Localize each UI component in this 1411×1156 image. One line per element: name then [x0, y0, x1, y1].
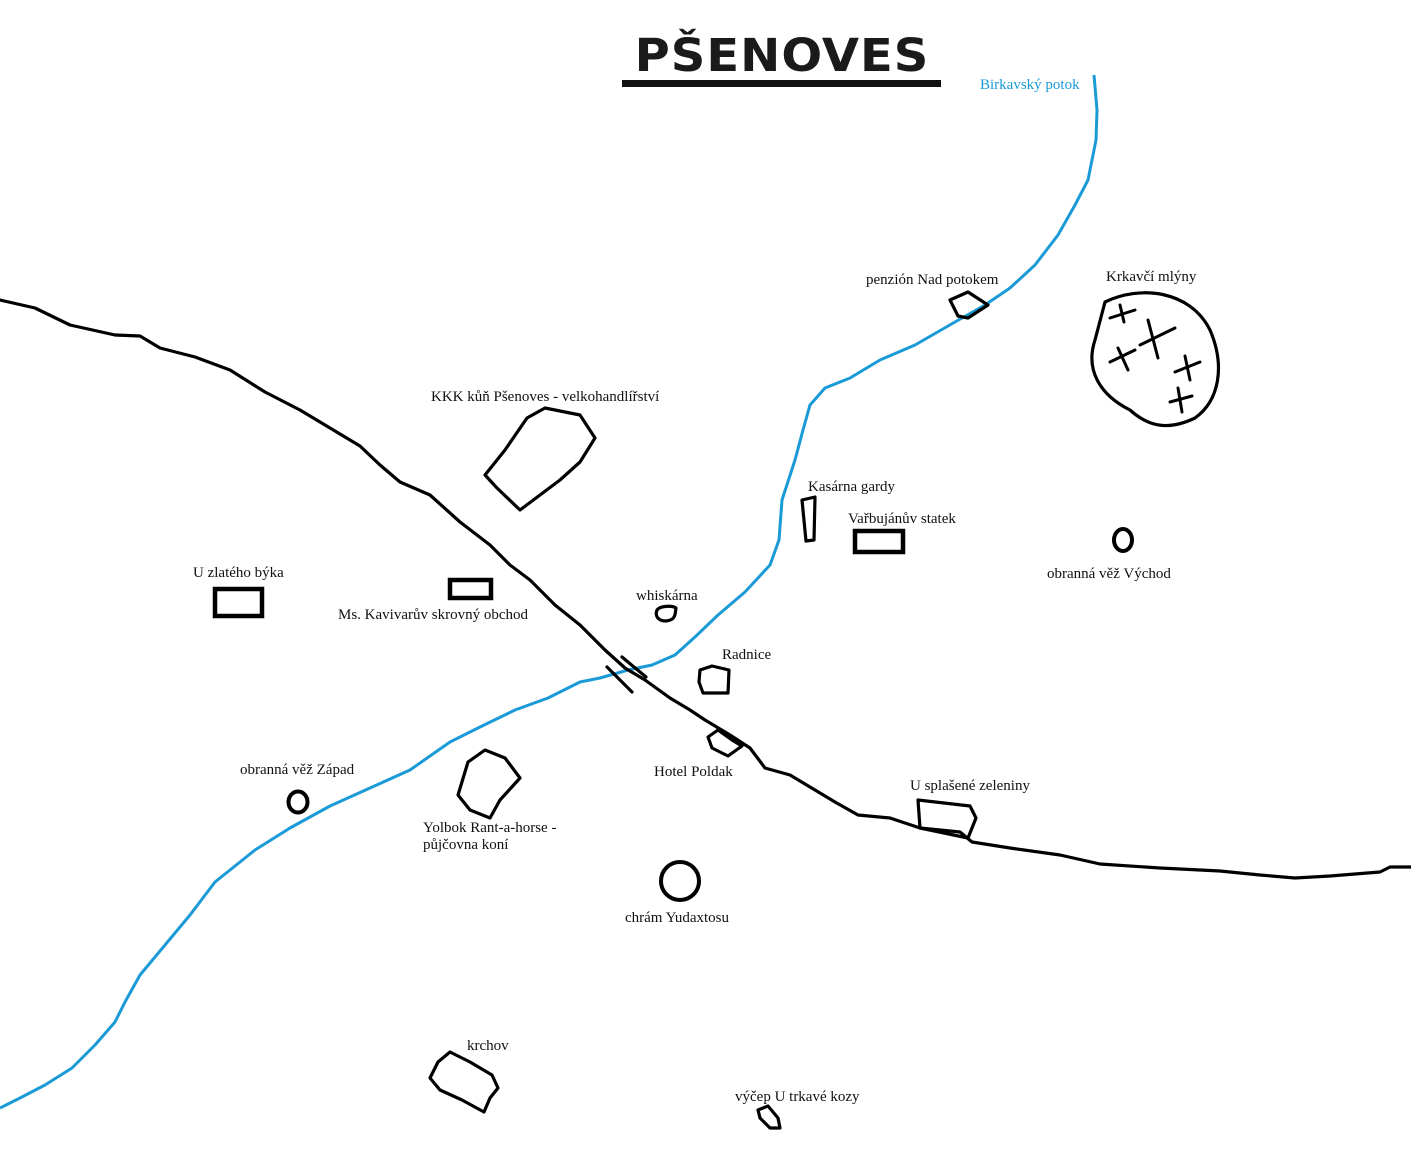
label-statek: Vařbujánův statek [848, 511, 956, 527]
label-penzion: penzión Nad potokem [866, 272, 999, 288]
map-title: PŠENOVES [634, 29, 930, 83]
label-vycep: výčep U trkavé kozy [735, 1089, 860, 1105]
bridge-line [620, 655, 648, 679]
label-radnice: Radnice [722, 647, 772, 663]
label-whiskarna: whiskárna [636, 588, 698, 604]
building-zelenina [916, 798, 978, 840]
mill-cross-icons [1108, 303, 1202, 414]
label-vez-zapad: obranná věž Západ [240, 762, 355, 778]
label-kasarna: Kasárna gardy [808, 479, 896, 495]
bridge-line [605, 665, 634, 694]
temple-chram [659, 860, 701, 902]
label-kkk: KKK kůň Pšenoves - velkohandlířství [431, 389, 660, 405]
label-mlyny: Krkavčí mlýny [1106, 269, 1197, 285]
label-zelenina: U splašené zeleniny [910, 778, 1030, 794]
cemetery-krchov [428, 1050, 500, 1114]
river-label: Birkavský potok [980, 77, 1080, 93]
label-obchod: Ms. Kavivarův skrovný obchod [338, 607, 528, 623]
label-yolbok-2: půjčovna koní [423, 837, 509, 853]
title-underline [622, 80, 941, 87]
tower-east [1112, 527, 1134, 553]
road [0, 298, 1411, 880]
building-hotel [706, 728, 744, 758]
building-whiskarna [654, 604, 678, 623]
building-statek [852, 528, 906, 555]
building-radnice [697, 664, 731, 695]
label-chram: chrám Yudaxtosu [625, 910, 730, 926]
label-zlaty-byk: U zlatého býka [193, 565, 284, 581]
building-yolbok [456, 748, 522, 820]
tower-west [286, 789, 310, 815]
label-hotel: Hotel Poldak [654, 764, 733, 780]
river-birkavsky-potok [0, 74, 1099, 1110]
building-vycep [756, 1104, 782, 1130]
building-penzion [948, 290, 990, 320]
building-kasarna [800, 495, 817, 543]
label-yolbok-1: Yolbok Rant-a-horse - [423, 820, 557, 836]
building-zlaty-byk [212, 586, 265, 619]
building-kkk [483, 406, 597, 512]
forest-krkavci-mlyny [1090, 291, 1221, 428]
label-vez-vychod: obranná věž Východ [1047, 566, 1171, 582]
label-krchov: krchov [467, 1038, 509, 1054]
building-obchod [447, 577, 494, 601]
